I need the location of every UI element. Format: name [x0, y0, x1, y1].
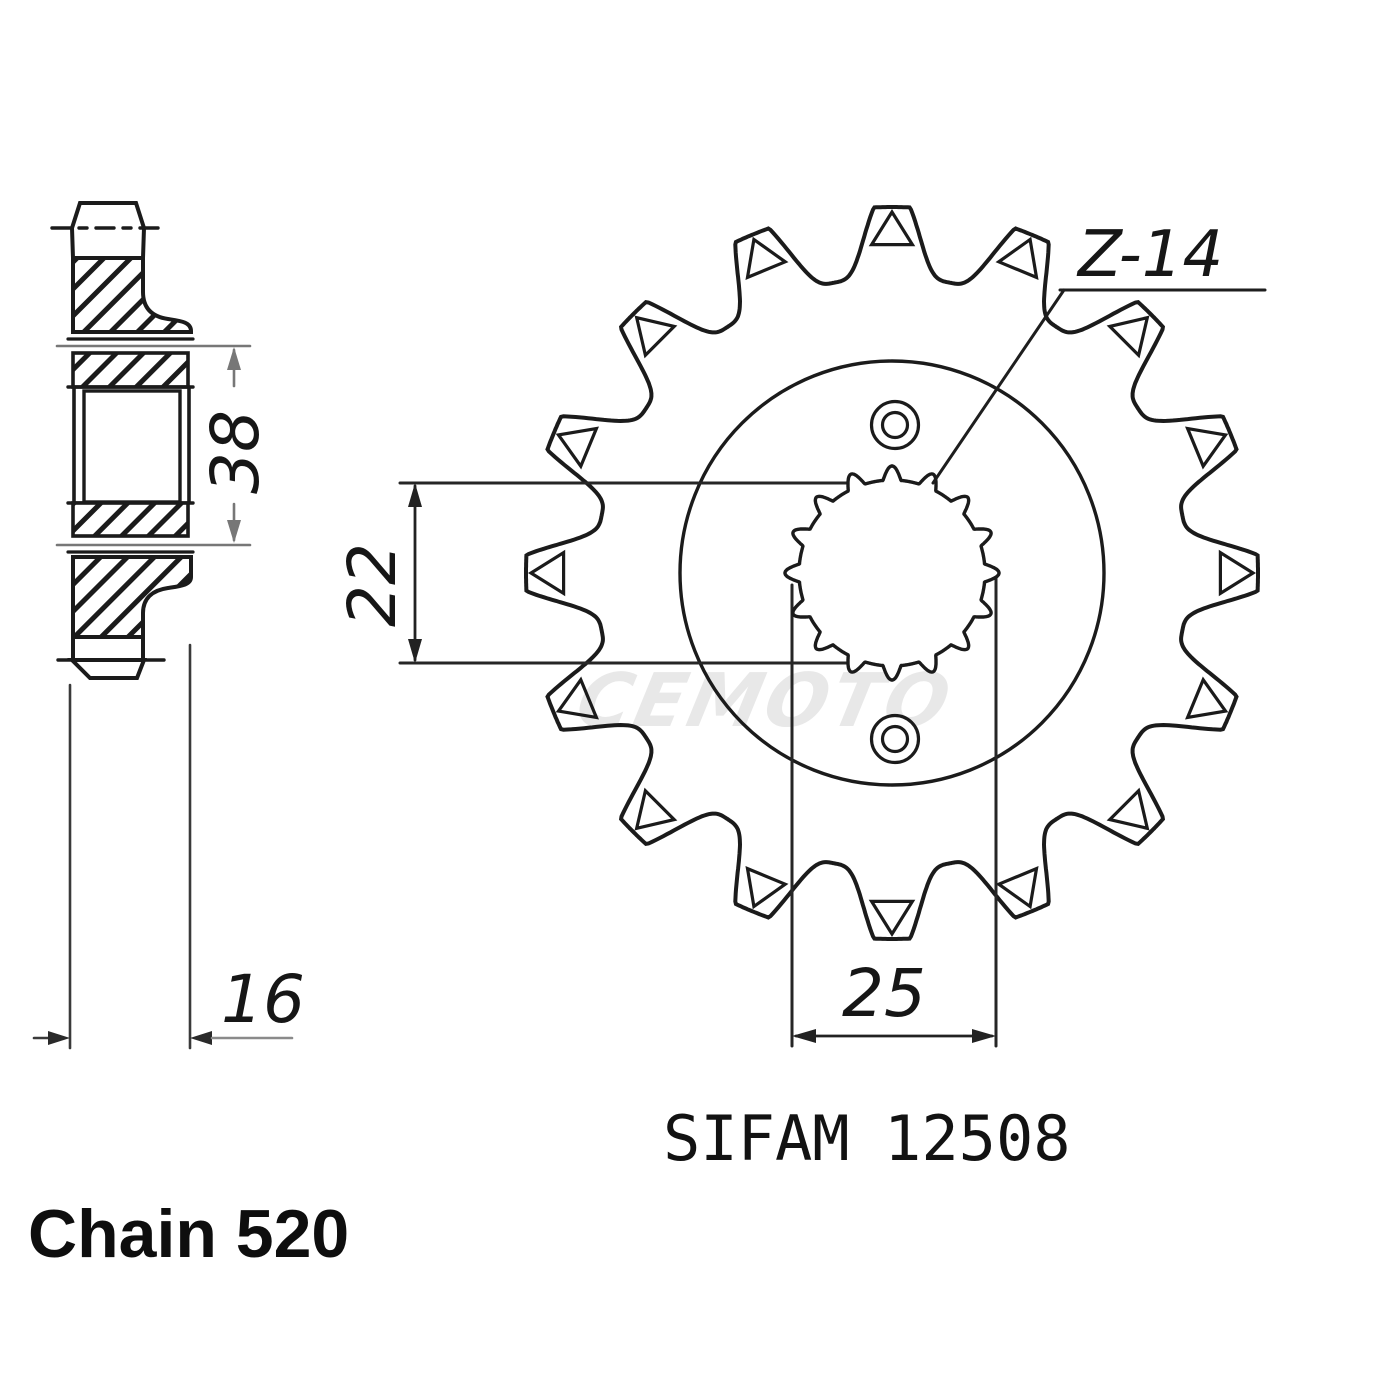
sprocket-outline	[524, 205, 1260, 941]
section-view: 38 16	[32, 201, 305, 1050]
maker-label: SIFAM	[663, 1102, 850, 1175]
dim-25	[792, 1029, 996, 1043]
splined-bore	[783, 464, 1001, 682]
bolt-hole-top	[869, 399, 921, 451]
section-bottom-column	[71, 635, 145, 662]
front-view: CEMOTO 22	[334, 205, 1267, 1048]
dim-22-label: 22	[334, 543, 411, 627]
chain-size-label: Chain 520	[28, 1196, 349, 1272]
dim-38-label: 38	[197, 410, 274, 494]
dim-16-label: 16	[221, 961, 305, 1038]
dim-22	[408, 483, 422, 663]
section-bore-inner	[82, 389, 182, 504]
dim-38	[55, 344, 252, 547]
dim-16	[32, 643, 294, 1050]
tooth-tip-marks	[527, 208, 1257, 938]
part-number-label: 12508	[884, 1102, 1071, 1175]
teeth-count-label: Z-14	[1076, 218, 1223, 292]
projection-band-lines	[398, 481, 998, 1048]
section-hatch-band-lower	[71, 501, 190, 538]
section-hatch-band-upper	[71, 351, 190, 389]
section-hatch-upper	[71, 256, 193, 334]
bolt-hole-bottom	[869, 713, 921, 765]
section-hatch-lower	[71, 555, 193, 639]
teeth-callout	[931, 288, 1267, 485]
section-top-tooth	[69, 201, 147, 260]
hub-circle	[678, 359, 1106, 787]
dim-25-label: 25	[842, 955, 926, 1032]
section-bottom-tooth	[67, 658, 147, 680]
